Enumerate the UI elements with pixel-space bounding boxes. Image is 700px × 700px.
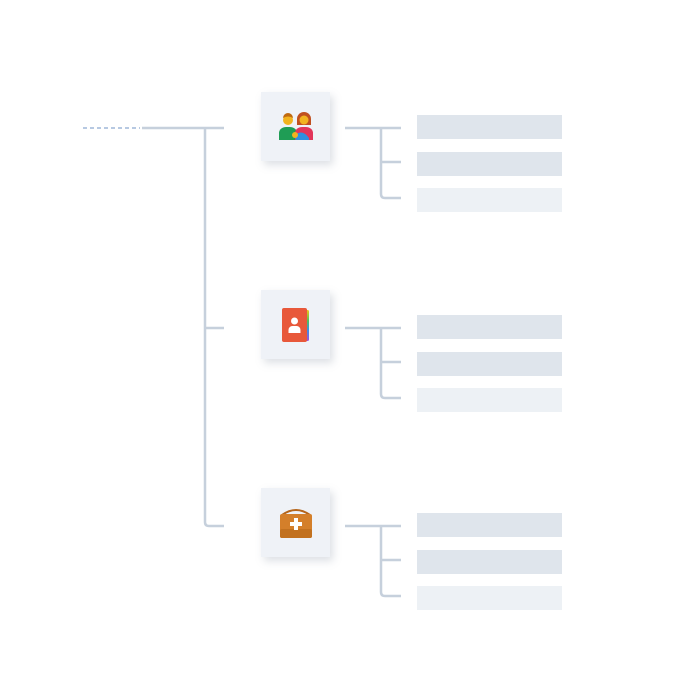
family-icon (278, 111, 313, 140)
child-item-placeholder[interactable] (417, 586, 562, 610)
child-item-placeholder[interactable] (417, 315, 562, 339)
child-item-placeholder[interactable] (417, 513, 562, 537)
child-item-placeholder[interactable] (417, 549, 562, 574)
node-card-contacts[interactable] (261, 290, 330, 359)
trunk-line (203, 128, 224, 528)
node-card-medical[interactable] (261, 488, 330, 557)
child-item-placeholder[interactable] (417, 388, 562, 412)
child-trunk-line (379, 526, 401, 598)
child-trunk-line (379, 128, 401, 200)
first-aid-kit-icon (279, 508, 312, 538)
contact-book-icon (281, 307, 309, 342)
child-item-placeholder[interactable] (417, 115, 562, 139)
node-card-family[interactable] (261, 92, 330, 161)
child-trunk-line (379, 328, 401, 400)
child-item-placeholder[interactable] (417, 151, 562, 176)
child-item-placeholder[interactable] (417, 351, 562, 376)
child-item-placeholder[interactable] (417, 188, 562, 212)
